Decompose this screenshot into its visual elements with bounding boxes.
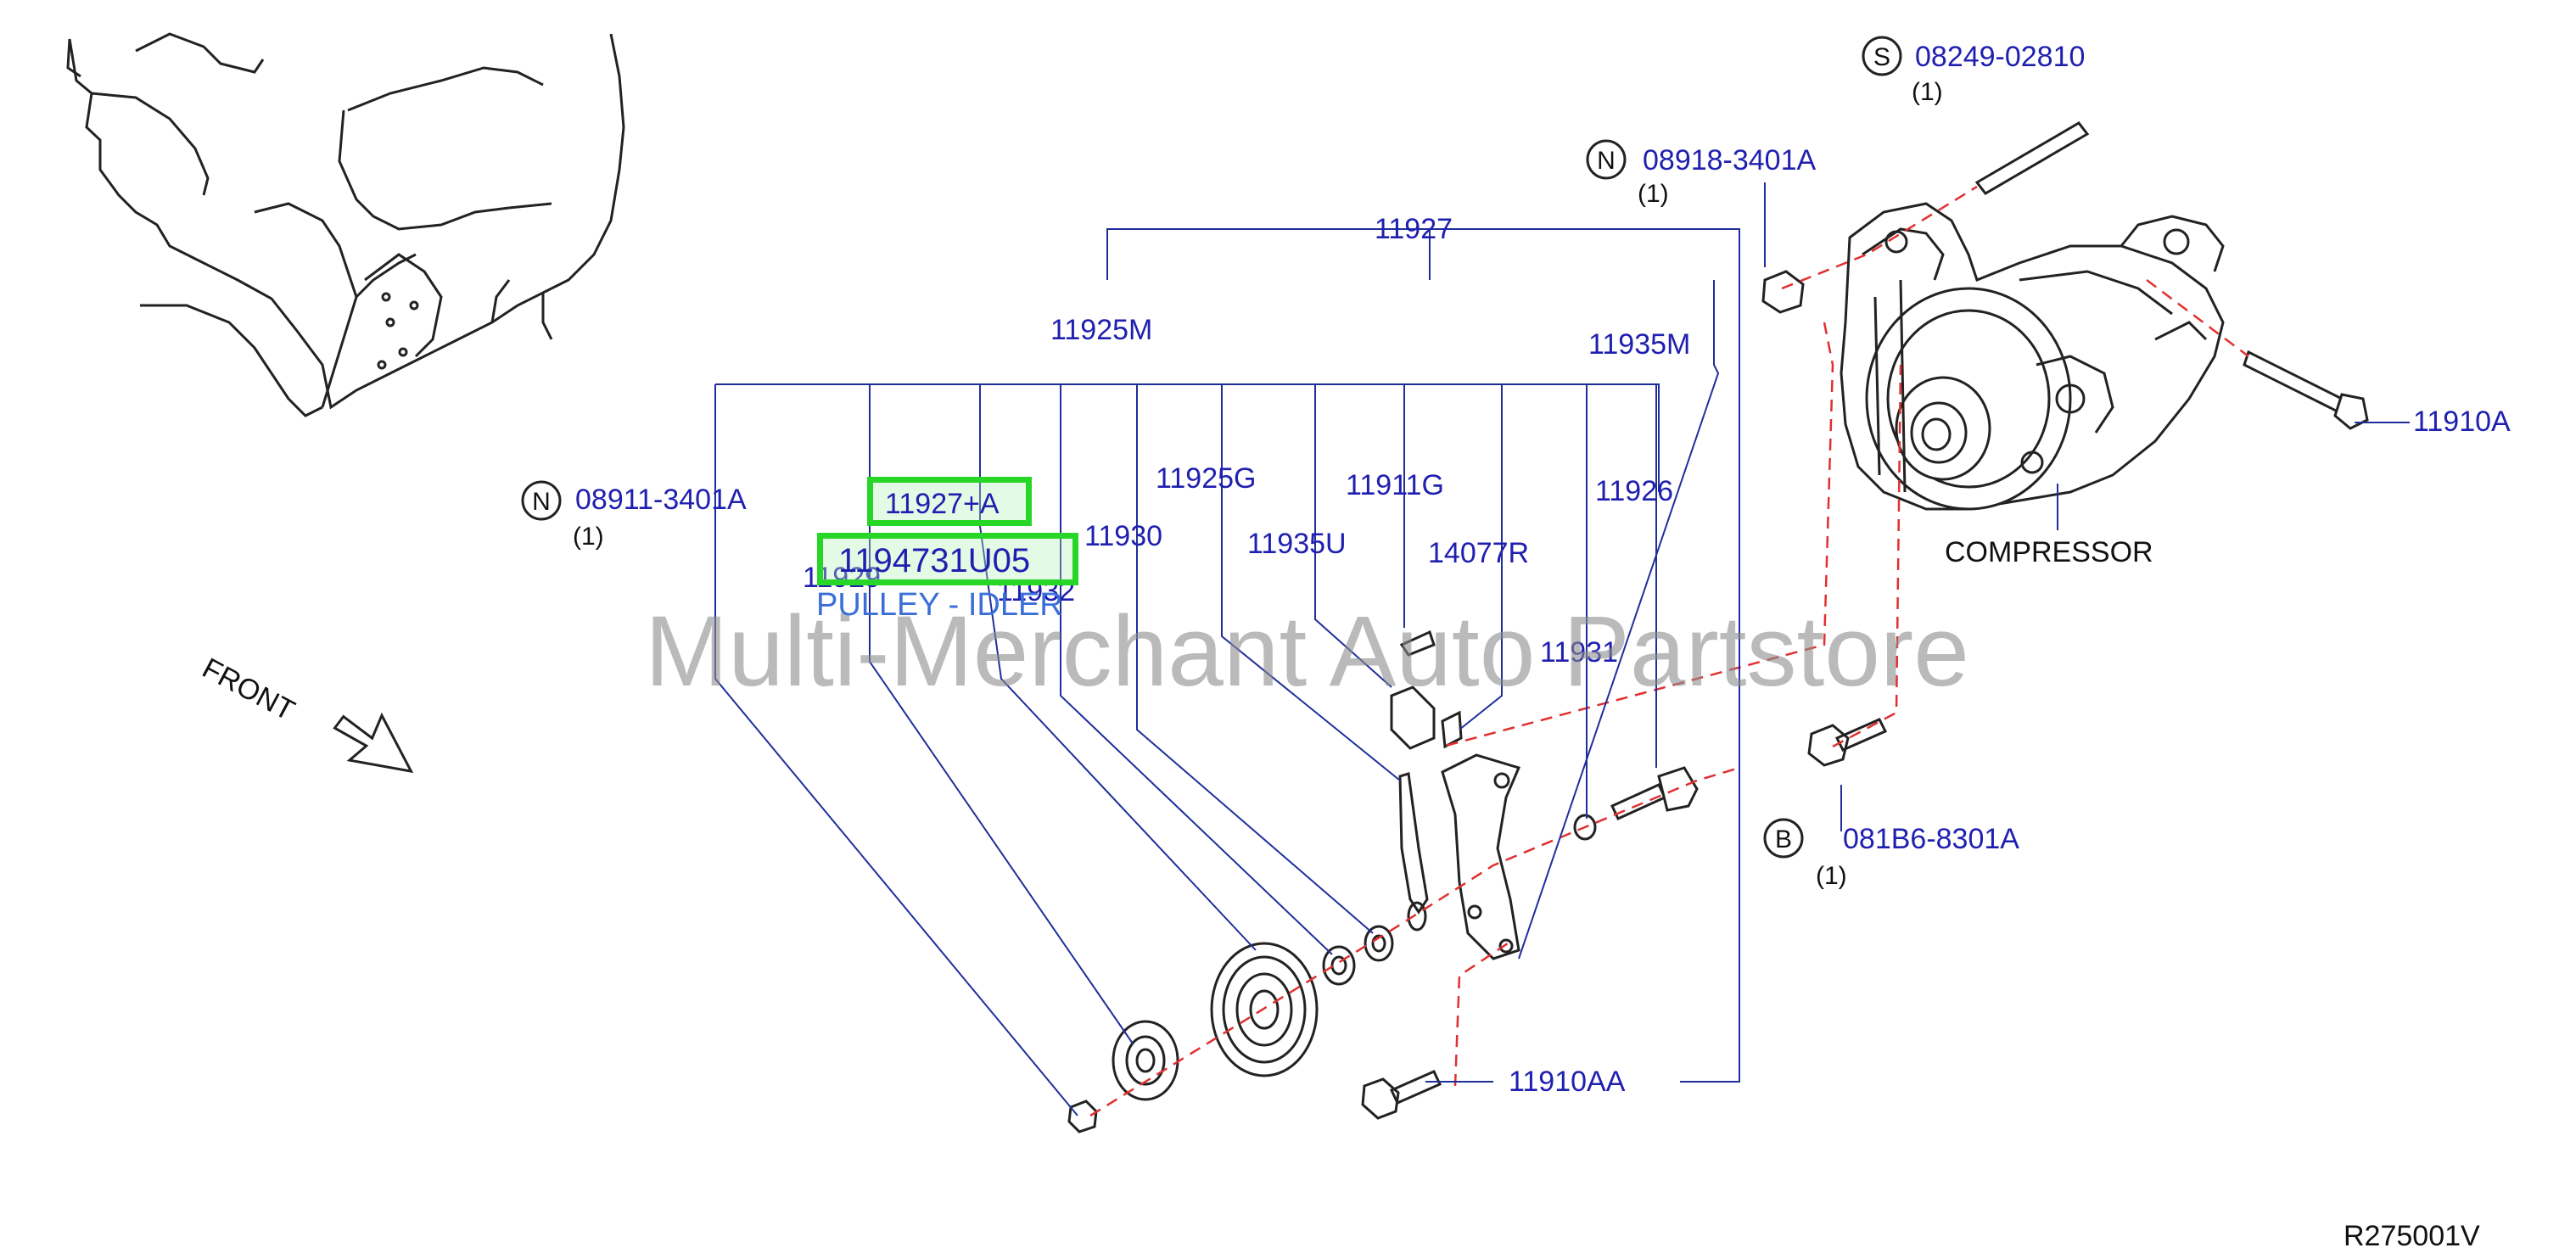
front-label: FRONT	[197, 652, 300, 728]
label-11935M[interactable]: 11935M	[1588, 328, 1690, 361]
label-11926[interactable]: 11926	[1595, 475, 1673, 507]
label-08918-3401A[interactable]: 08918-3401A	[1643, 144, 1817, 176]
part-labels: 11927 11925M 11935M 08249-02810 08918-34…	[575, 41, 2511, 1098]
qty-081B6: (1)	[1816, 862, 1847, 890]
leader-lines	[714, 182, 2410, 1116]
symbol-n2: N	[532, 488, 551, 516]
label-11929[interactable]: 11929	[803, 562, 881, 594]
qty-08911: (1)	[573, 523, 604, 551]
symbol-s: S	[1873, 43, 1890, 71]
circled-symbols: S N N B	[521, 36, 1902, 859]
label-11910AA[interactable]: 11910AA	[1509, 1066, 1626, 1098]
symbol-b-circle	[1763, 818, 1804, 859]
label-11911G[interactable]: 11911G	[1346, 469, 1444, 501]
label-11927[interactable]: 11927	[1375, 213, 1453, 245]
label-11925G[interactable]: 11925G	[1156, 462, 1256, 495]
reference-code: R275001V	[2344, 1220, 2480, 1252]
pulley-idler-description[interactable]: PULLEY - IDLER	[816, 587, 1063, 623]
label-081B6-8301A[interactable]: 081B6-8301A	[1843, 823, 2019, 855]
label-11925M[interactable]: 11925M	[1050, 314, 1152, 346]
quantity-labels: (1) (1) (1) (1)	[573, 78, 1943, 890]
label-14077R[interactable]: 14077R	[1428, 537, 1529, 569]
label-08911-3401A[interactable]: 08911-3401A	[575, 484, 747, 516]
qty-08918: (1)	[1638, 180, 1669, 208]
watermark: Multi-Merchant Auto Partstore	[645, 596, 1969, 708]
symbol-b: B	[1775, 825, 1792, 853]
symbol-s-circle	[1862, 36, 1902, 76]
label-08249-02810[interactable]: 08249-02810	[1915, 41, 2085, 73]
assembly-dashed-lines	[1089, 185, 2249, 1117]
symbol-n2-circle	[521, 480, 562, 521]
symbol-n1-circle	[1586, 139, 1627, 180]
label-11935U[interactable]: 11935U	[1247, 528, 1347, 560]
symbol-n1: N	[1597, 147, 1616, 175]
compressor-drawing	[1840, 202, 2225, 511]
label-11910A[interactable]: 11910A	[2413, 406, 2511, 438]
front-arrow-icon	[333, 712, 414, 774]
highlight-1194731u05[interactable]: 1194731U05	[817, 533, 1078, 585]
label-11930[interactable]: 11930	[1084, 520, 1162, 552]
compressor-label: COMPRESSOR	[1945, 536, 2153, 568]
qty-08249: (1)	[1912, 78, 1943, 106]
label-11931[interactable]: 11931	[1540, 636, 1618, 669]
highlight-11927-a[interactable]: 11927+A	[867, 477, 1032, 526]
highlight-11927-a-text: 11927+A	[885, 488, 1000, 520]
highlight-1194731u05-text: 1194731U05	[838, 542, 1031, 579]
engine-block-sketch	[66, 32, 625, 417]
